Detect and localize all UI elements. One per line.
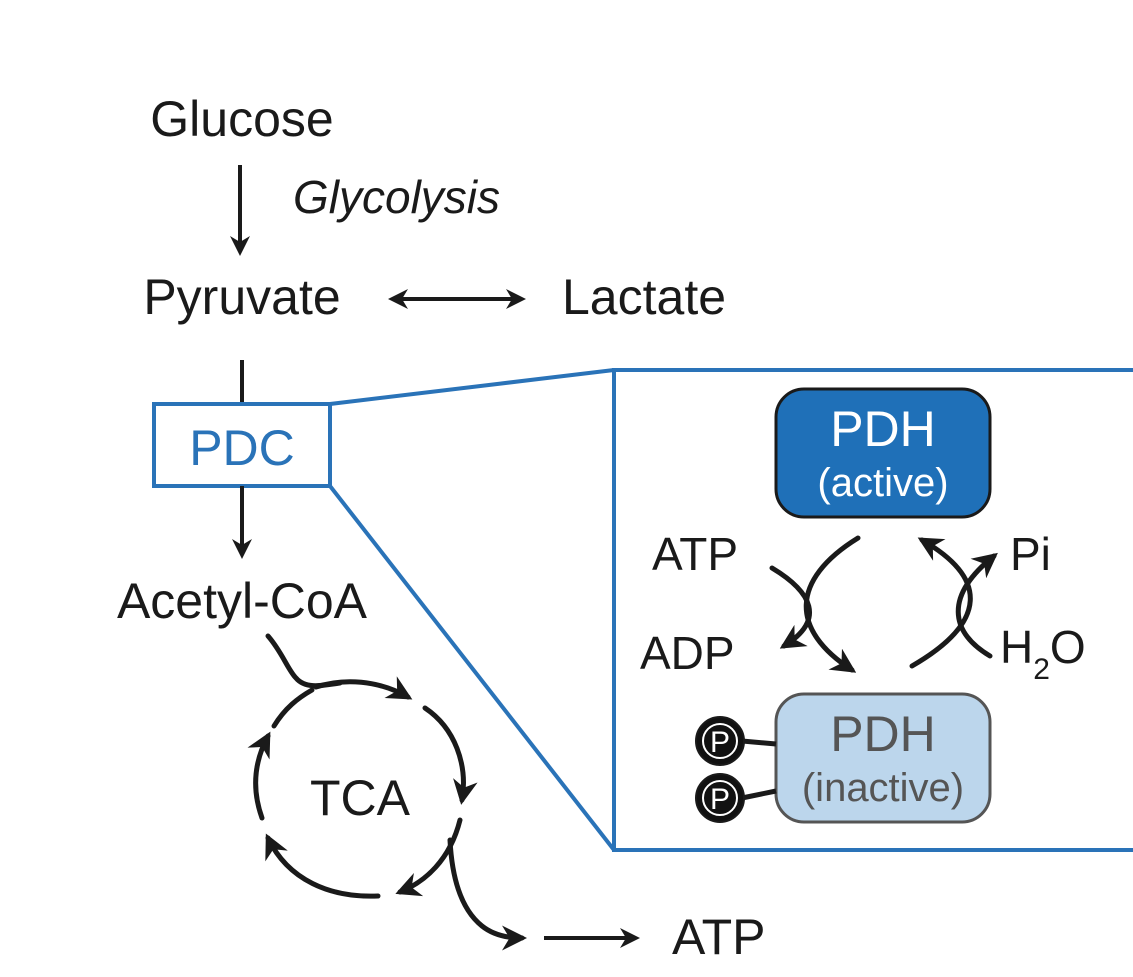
phospho-link-2 [741, 788, 777, 801]
acetyl-entry-curve [265, 633, 343, 689]
phospho-link-1 [741, 738, 777, 747]
tca-label: TCA [310, 770, 411, 826]
phosphatase-reaction-arrows [909, 537, 998, 669]
kinase-reaction-arrows [769, 535, 861, 673]
zoom-line-bottom [328, 484, 616, 852]
phosphate-group-2: P [695, 773, 745, 823]
zoom-line-top [329, 368, 615, 406]
atp-to-adp-arrow [769, 565, 812, 649]
pdh-active-title: PDH [830, 401, 936, 457]
pyruvate-label: Pyruvate [143, 269, 340, 325]
inactive-to-active-arrow [909, 537, 973, 669]
pdh-inactive-state: (inactive) [802, 766, 964, 810]
pi-label: Pi [1010, 528, 1051, 580]
tca-exit-curve [447, 837, 527, 951]
atp-inset-label: ATP [652, 528, 738, 580]
lactate-label: Lactate [562, 269, 726, 325]
tca-arc-top-left [271, 687, 315, 729]
atp-output-label: ATP [672, 909, 766, 965]
pdh-inactive-title: PDH [830, 706, 936, 762]
tca-arc-top [313, 676, 413, 700]
h2o-subscript: 2 [1033, 653, 1050, 686]
pdc-label: PDC [189, 420, 295, 476]
h2o-to-pi-arrow [955, 552, 998, 659]
pdh-active-box [774, 387, 992, 519]
pdh-inactive-box [774, 692, 992, 824]
tca-arc-right [422, 705, 478, 805]
acetyl-coa-label: Acetyl-CoA [117, 573, 368, 629]
adp-label: ADP [640, 627, 735, 679]
phosphate-group-1: P [695, 716, 745, 766]
h2o-o: O [1050, 621, 1086, 673]
phosphate-1-label: P [710, 726, 730, 759]
phosphate-2-label: P [710, 783, 730, 816]
h2o-h: H [1000, 621, 1033, 673]
tca-arc-left [247, 731, 271, 821]
glycolysis-label: Glycolysis [293, 171, 500, 223]
tca-arc-bottom-left [265, 833, 381, 899]
h2o-label: H2O [1000, 621, 1086, 686]
tca-arc-bottom-right [395, 817, 463, 897]
pdc-box [152, 402, 332, 488]
glucose-label: Glucose [150, 91, 333, 147]
pdh-active-state: (active) [817, 461, 948, 505]
tca-cycle [247, 633, 527, 951]
